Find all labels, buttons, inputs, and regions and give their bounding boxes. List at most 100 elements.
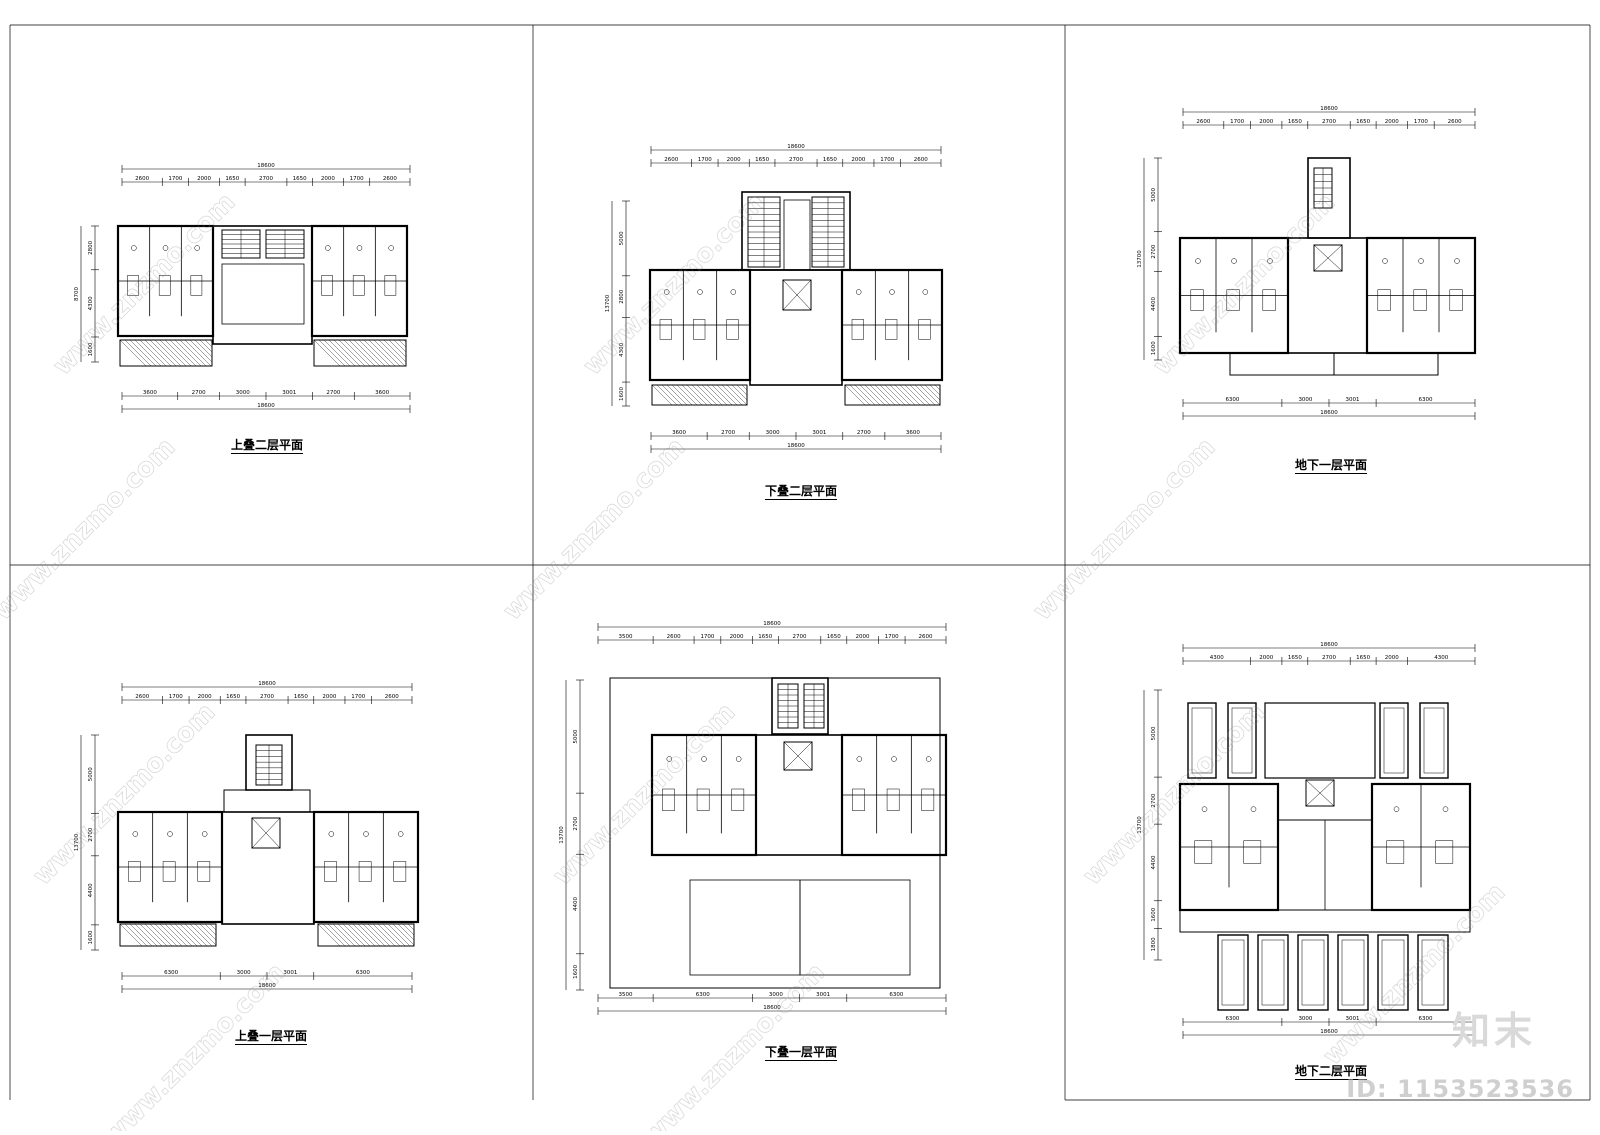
furniture — [190, 275, 203, 296]
fixture — [925, 756, 932, 762]
balcony-hatch — [358, 339, 386, 367]
dim-p3l-v1: 2700 — [1151, 244, 1157, 258]
fixture — [922, 289, 929, 295]
balcony-hatch — [318, 339, 346, 367]
dim-p3t-7: 1700 — [1414, 119, 1428, 125]
balcony-hatch — [194, 339, 213, 358]
balcony-hatch — [119, 923, 143, 947]
balcony-hatch — [919, 384, 941, 406]
balcony-hatch — [352, 923, 376, 947]
balcony-hatch — [904, 384, 926, 406]
furniture — [662, 788, 675, 811]
dim-p4l-v0: 5000 — [88, 767, 94, 781]
furniture — [885, 319, 898, 340]
balcony-hatch — [397, 923, 415, 941]
balcony-hatch — [889, 384, 911, 406]
balcony-hatch — [894, 384, 916, 406]
panel-grid — [9, 24, 1591, 1101]
walk-in-closet — [221, 263, 305, 325]
furniture — [1190, 289, 1204, 311]
fixture — [325, 245, 331, 251]
furniture — [384, 275, 397, 296]
dim-p3l-v0: 5000 — [1151, 187, 1157, 201]
dim-p2l-v1: 2800 — [619, 289, 625, 303]
balcony-hatch — [174, 923, 198, 947]
fixture — [735, 756, 742, 762]
dim-p4l-v3: 1600 — [88, 930, 94, 944]
parking-car — [1231, 707, 1253, 774]
dim-p4t-0: 2600 — [135, 694, 149, 700]
dim-p5b-4: 6300 — [889, 992, 903, 998]
balcony-hatch — [726, 384, 748, 406]
balcony-hatch — [179, 923, 203, 947]
furniture — [358, 861, 372, 882]
fixture — [132, 831, 139, 837]
url-watermark-3: www.znzmo.com — [0, 432, 181, 626]
fixture — [697, 289, 703, 295]
dim-p2t-2: 2000 — [727, 157, 741, 163]
balcony-hatch — [711, 384, 733, 406]
balcony-hatch — [199, 923, 217, 941]
dim-p3t-total: 18600 — [1320, 106, 1338, 112]
furniture — [918, 319, 931, 340]
furniture — [197, 861, 211, 882]
parking-bay — [1227, 702, 1257, 779]
dim-p3t-5: 1650 — [1356, 119, 1370, 125]
balcony-hatch — [194, 923, 217, 946]
balcony-hatch — [367, 923, 391, 947]
dim-p2b-2: 3000 — [766, 430, 780, 436]
stair-core — [783, 199, 811, 271]
elevator-shaft — [1305, 779, 1335, 807]
dim-p4t-8: 2600 — [385, 694, 399, 700]
dim-p5l-v3: 1600 — [573, 964, 579, 978]
center-core — [749, 269, 843, 386]
brand-watermark: 知末 — [1451, 1009, 1536, 1053]
furniture — [128, 861, 141, 882]
balcony-hatch — [884, 384, 906, 406]
balcony-hatch — [721, 384, 743, 406]
balcony-band — [651, 384, 748, 406]
dim-p3t-4: 2700 — [1322, 119, 1336, 125]
dim-p5t-5: 2700 — [793, 634, 807, 640]
dim-p1b-2: 3000 — [236, 390, 250, 396]
fixture — [1418, 258, 1424, 264]
elevator-x — [782, 279, 812, 311]
balcony-hatch — [934, 384, 941, 391]
balcony-hatch — [716, 384, 738, 406]
dim-p3t-1: 1700 — [1230, 119, 1244, 125]
elevator-x — [1313, 244, 1343, 272]
balcony-hatch — [144, 339, 172, 367]
balcony-hatch — [412, 923, 415, 926]
balcony-hatch — [347, 923, 371, 947]
balcony-hatch — [651, 384, 673, 406]
balcony-band — [844, 384, 941, 406]
dim-p1t-0: 2600 — [135, 176, 149, 182]
center-core — [212, 225, 313, 345]
fixture — [388, 245, 394, 251]
dim-p6t-3: 2700 — [1322, 655, 1336, 661]
courtyard — [799, 879, 911, 976]
dim-p2b-total: 18600 — [787, 443, 805, 449]
parking-car — [1423, 707, 1445, 774]
fixture — [1267, 258, 1273, 264]
dim-p3b-total: 18600 — [1320, 410, 1338, 416]
balcony-hatch — [909, 384, 931, 406]
balcony-hatch — [378, 339, 406, 367]
dim-p2l-v2: 4300 — [619, 342, 625, 356]
daylighting-well — [1229, 352, 1335, 376]
furniture — [1413, 289, 1427, 311]
panel-title-lower-1f: 下叠一层平面 — [764, 1045, 837, 1059]
balcony-hatch — [373, 339, 401, 367]
dim-p1l-v0: 2800 — [88, 240, 94, 254]
balcony-hatch — [337, 923, 361, 947]
furniture — [1449, 289, 1463, 311]
balcony-hatch — [139, 923, 163, 947]
dim-p5t-9: 2600 — [919, 634, 933, 640]
fixture — [1382, 258, 1388, 264]
dim-p2t-8: 2600 — [914, 157, 928, 163]
